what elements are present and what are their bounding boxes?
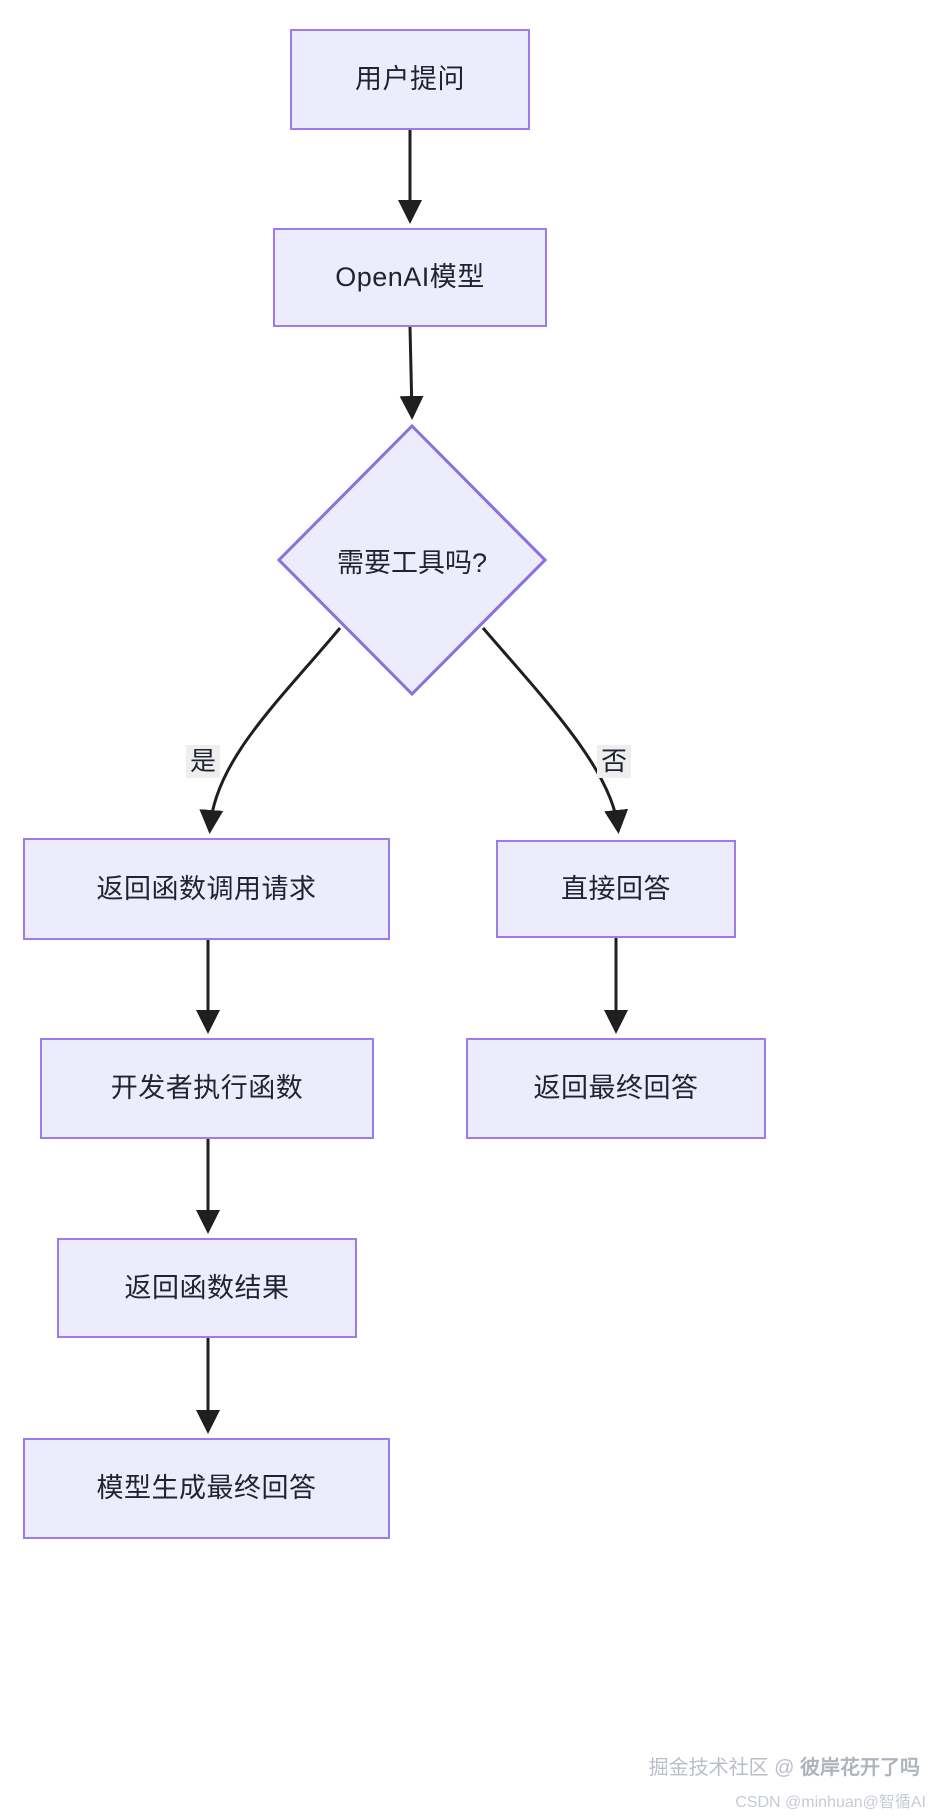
node-label: 用户提问 — [355, 64, 465, 94]
node-return-function-call-request[interactable]: 返回函数调用请求 — [23, 838, 390, 940]
node-openai-model[interactable]: OpenAI模型 — [273, 228, 547, 327]
edge-label-yes: 是 — [186, 745, 221, 778]
node-answer-directly[interactable]: 直接回答 — [496, 840, 736, 938]
node-label: 直接回答 — [561, 873, 671, 904]
watermark-juejin-prefix: 掘金技术社区 @ — [648, 1757, 800, 1779]
edge-n2-n3 — [399, 326, 424, 420]
node-label: OpenAI模型 — [335, 262, 485, 292]
node-user-question[interactable]: 用户提问 — [290, 29, 530, 130]
node-label: 返回最终回答 — [533, 1073, 699, 1103]
watermark-juejin: 掘金技术社区 @ 彼岸花开了吗 — [649, 1751, 920, 1780]
diamond-shape — [277, 424, 547, 696]
node-label: 返回函数调用请求 — [96, 873, 317, 904]
edge-label-text: 否 — [601, 746, 628, 776]
node-label: 开发者执行函数 — [110, 1073, 304, 1103]
node-label: 模型生成最终回答 — [96, 1473, 317, 1503]
node-developer-executes-function[interactable]: 开发者执行函数 — [40, 1038, 374, 1139]
node-model-generates-final-answer[interactable]: 模型生成最终回答 — [23, 1438, 390, 1539]
node-return-function-result[interactable]: 返回函数结果 — [57, 1238, 357, 1338]
node-label-wrap: 需要工具吗? — [277, 424, 547, 696]
edge-label-text: 是 — [190, 746, 217, 776]
node-label: 返回函数结果 — [124, 1272, 290, 1303]
node-label: 需要工具吗? — [336, 547, 488, 578]
node-needs-tool-decision[interactable]: 需要工具吗? — [277, 424, 547, 696]
watermark-juejin-user: 彼岸花开了吗 — [800, 1757, 920, 1779]
node-return-final-answer[interactable]: 返回最终回答 — [466, 1038, 766, 1139]
watermark-csdn-text: CSDN @minhuan@智循AI — [735, 1794, 926, 1811]
watermark-csdn: CSDN @minhuan@智循AI — [735, 1788, 926, 1812]
edge-label-no: 否 — [597, 745, 632, 778]
